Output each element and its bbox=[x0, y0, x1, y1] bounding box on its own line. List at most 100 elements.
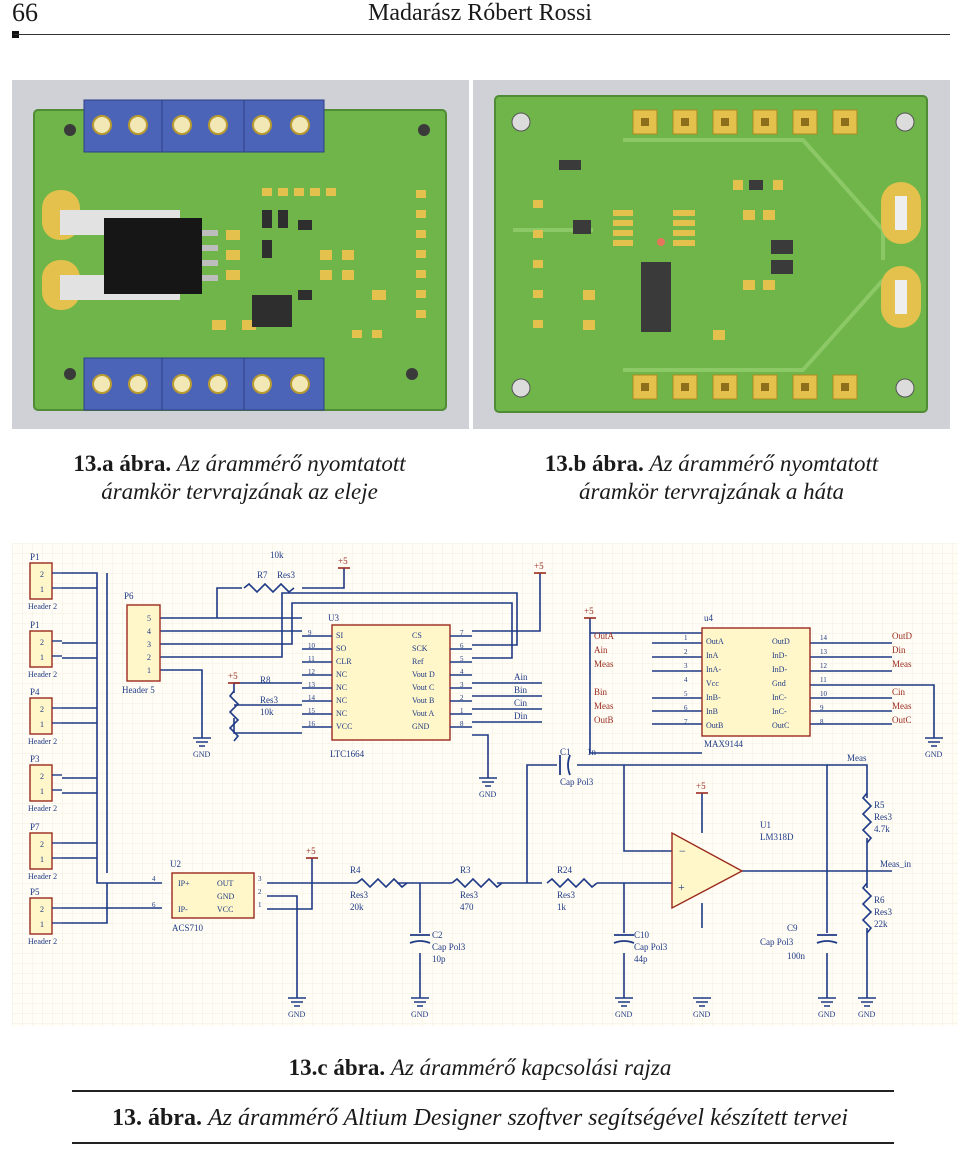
u4-left-net: OutB bbox=[594, 715, 614, 725]
u4-right-net: Meas bbox=[892, 659, 912, 669]
u3-chip: U3 LTC1664 SI9SO10CLR11NC12NC13NC14NC15V… bbox=[302, 613, 472, 759]
u3-net-label: Bin bbox=[514, 685, 528, 695]
u4-right-pin: OutC bbox=[772, 721, 789, 730]
u3-ref: U3 bbox=[328, 613, 339, 623]
header-ref: P1 bbox=[30, 620, 40, 630]
u3-net-label: Din bbox=[514, 711, 528, 721]
u2-pin-num: 1 bbox=[258, 901, 262, 909]
r7-val2: 10k bbox=[270, 550, 284, 560]
p6-pin: 4 bbox=[147, 627, 151, 636]
u4-right-net: Din bbox=[892, 645, 906, 655]
u3-left-pin: CLR bbox=[336, 657, 352, 666]
u3-net-label: Ain bbox=[514, 672, 528, 682]
r4-ref: R4 bbox=[350, 865, 361, 875]
p6-type: Header 5 bbox=[122, 685, 155, 695]
r3-val2: 470 bbox=[460, 902, 474, 912]
u3-right-num: 7 bbox=[460, 629, 464, 637]
c2-val: Cap Pol3 bbox=[432, 942, 466, 952]
resistor bbox=[356, 877, 408, 889]
u4-chip: u4 MAX9144 OutA1InA2InA-3Vcc4InB-5InB6Ou… bbox=[684, 613, 828, 749]
supply-symbol: +5 bbox=[228, 671, 240, 684]
u3-right-num: 1 bbox=[460, 707, 464, 715]
header-ref: P5 bbox=[30, 887, 40, 897]
header-type: Header 2 bbox=[28, 872, 57, 881]
caption-figure-a-line1: Az árammérő nyomtatott bbox=[176, 451, 406, 476]
u4-left-pin: OutA bbox=[706, 637, 724, 646]
svg-text:GND: GND bbox=[818, 1010, 836, 1019]
u1-opamp: − + U1 LM318D bbox=[671, 820, 794, 910]
caption-figure-b: 13.b ábra. Az árammérő nyomtatott áramkö… bbox=[473, 450, 950, 506]
p6-pin: 1 bbox=[147, 666, 151, 675]
p6-pin: 2 bbox=[147, 653, 151, 662]
u3-left-pin: SO bbox=[336, 644, 346, 653]
svg-text:GND: GND bbox=[193, 750, 211, 759]
u4-right-net: Cin bbox=[892, 687, 906, 697]
net-meas-in-label: Meas_in bbox=[880, 859, 911, 869]
r8-ref: R8 bbox=[260, 675, 271, 685]
header-pin: 2 bbox=[40, 905, 44, 914]
r8-val2: 10k bbox=[260, 707, 274, 717]
r8-val: Res3 bbox=[260, 695, 279, 705]
u3-left-pin: VCC bbox=[336, 722, 352, 731]
u3-right-num: 3 bbox=[460, 681, 464, 689]
header-pin: 2 bbox=[40, 840, 44, 849]
page-number: 66 bbox=[12, 0, 38, 27]
u3-left-pin: NC bbox=[336, 683, 347, 692]
r4-val2: 20k bbox=[350, 902, 364, 912]
ground-symbol: GND bbox=[818, 997, 836, 1019]
capacitor bbox=[613, 934, 635, 944]
u3-left-num: 11 bbox=[308, 655, 315, 663]
r6-ref: R6 bbox=[874, 895, 885, 905]
supply-symbol: +5 bbox=[696, 781, 708, 794]
u3-left-pin: SI bbox=[336, 631, 343, 640]
header-type: Header 2 bbox=[28, 602, 57, 611]
r24-ref: R24 bbox=[557, 865, 573, 875]
header-type: Header 2 bbox=[28, 670, 57, 679]
u4-left-num: 5 bbox=[684, 690, 688, 698]
svg-text:+5: +5 bbox=[696, 781, 706, 791]
u3-net-label: Cin bbox=[514, 698, 528, 708]
caption-figure-c-text: Az árammérő kapcsolási rajza bbox=[390, 1055, 672, 1080]
r6-val2: 22k bbox=[874, 919, 888, 929]
u3-left-num: 15 bbox=[308, 707, 316, 715]
p6-pin: 5 bbox=[147, 614, 151, 623]
r3-ref: R3 bbox=[460, 865, 471, 875]
c10-val: Cap Pol3 bbox=[634, 942, 668, 952]
u3-right-pin: CS bbox=[412, 631, 422, 640]
caption-figure-c-label: 13.c ábra. bbox=[288, 1055, 386, 1080]
r24-val2: 1k bbox=[557, 902, 567, 912]
svg-text:GND: GND bbox=[858, 1010, 876, 1019]
u4-right-pin: InC- bbox=[772, 693, 787, 702]
caption-figure-a-line2: áramkör tervrajzának az eleje bbox=[101, 479, 378, 504]
caption-rule-top bbox=[72, 1090, 894, 1092]
u4-left-num: 2 bbox=[684, 648, 688, 656]
u2-pin-num: 6 bbox=[152, 901, 156, 909]
header-pin: 2 bbox=[40, 570, 44, 579]
u4-right-pin: InC- bbox=[772, 707, 787, 716]
u1-name: LM318D bbox=[760, 832, 794, 842]
caption-figure-b-line1: Az árammérő nyomtatott bbox=[649, 451, 879, 476]
u2-pin: VCC bbox=[217, 905, 233, 914]
r7-ref: R7 bbox=[257, 570, 268, 580]
u3-left-num: 9 bbox=[308, 629, 312, 637]
ground-symbol: GND bbox=[693, 997, 711, 1019]
header-pin: 1 bbox=[40, 585, 44, 594]
u3-right-num: 4 bbox=[460, 668, 464, 676]
u2-pin: GND bbox=[217, 892, 235, 901]
ground-symbol: GND bbox=[288, 997, 306, 1019]
u4-right-num: 12 bbox=[820, 662, 828, 670]
u4-left-net: Meas bbox=[594, 701, 614, 711]
u3-right-num: 2 bbox=[460, 694, 464, 702]
c1-val: Cap Pol3 bbox=[560, 777, 594, 787]
r7-val: Res3 bbox=[277, 570, 296, 580]
u4-right-num: 9 bbox=[820, 704, 824, 712]
pcb-back-image bbox=[473, 80, 950, 429]
header-ref: P1 bbox=[30, 552, 40, 562]
u2-ref: U2 bbox=[170, 859, 181, 869]
header-pin: 2 bbox=[40, 705, 44, 714]
header-pin: 1 bbox=[40, 920, 44, 929]
c2-val2: 10p bbox=[432, 954, 446, 964]
u4-left-net: Meas bbox=[594, 659, 614, 669]
